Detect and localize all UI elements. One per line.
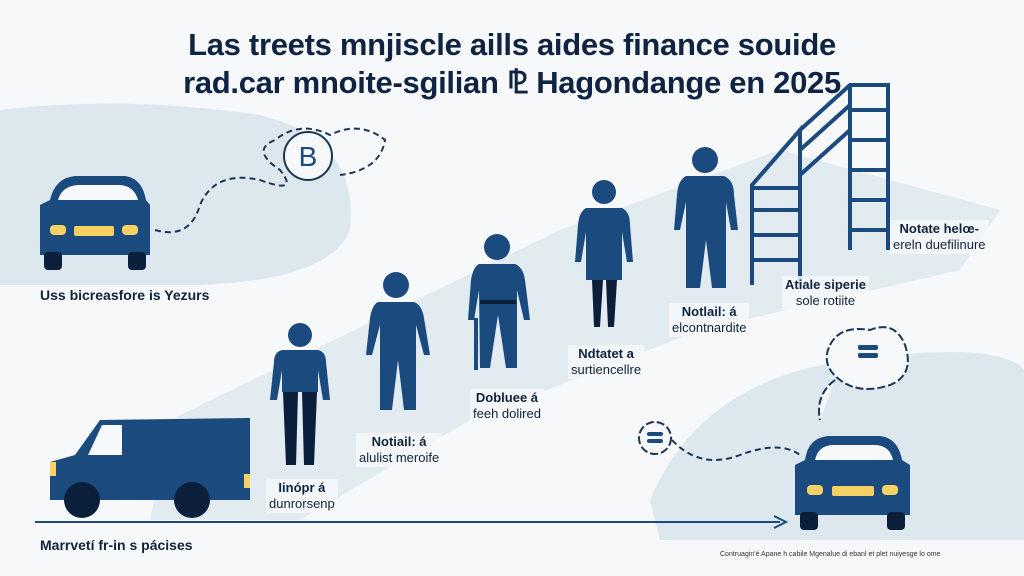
page-title: Las treets mnjiscle aills aides finance …	[183, 27, 841, 100]
step-label: Notate helœ-ereln duefilinure	[890, 220, 989, 254]
person-icon	[575, 180, 633, 327]
money-icon	[647, 432, 663, 443]
person-icon	[270, 323, 330, 465]
car-icon	[40, 176, 150, 270]
caption-bottom-left: Marrvetí fr-in s pácises	[40, 537, 193, 553]
dashed-route	[671, 439, 801, 461]
thought-bubble-icon	[818, 326, 909, 421]
background-diagonal-band	[150, 150, 1000, 520]
person-icon	[674, 147, 738, 288]
footer-note: Contruagin'é Apane h cabile Mgenalue di …	[720, 551, 941, 558]
arrow-right-icon	[773, 515, 789, 529]
person-icon	[468, 234, 530, 370]
bubble-circle	[283, 131, 333, 181]
bubble-letter: B	[299, 141, 318, 172]
money-circle-icon	[638, 421, 672, 455]
ladder-icon	[750, 83, 890, 285]
money-icon	[858, 345, 878, 358]
van-icon	[50, 418, 250, 518]
car-icon	[795, 436, 910, 530]
person-icon	[366, 272, 430, 410]
dashed-route	[154, 127, 387, 234]
caption-top-left: Uss bicreasfore is Yezurs	[40, 287, 210, 303]
